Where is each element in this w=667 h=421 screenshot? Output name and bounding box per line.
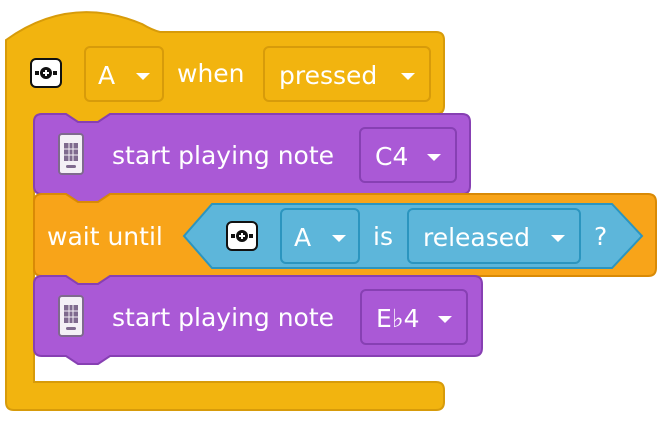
- condition-question-mark: ?: [594, 222, 608, 251]
- chevron-down-icon: [332, 235, 346, 242]
- chevron-down-icon: [438, 316, 452, 323]
- condition-state-value: released: [423, 223, 531, 252]
- chevron-down-icon: [136, 73, 150, 80]
- play-note-2-label: start playing note: [112, 303, 335, 332]
- condition-is-label: is: [373, 222, 393, 251]
- event-state-dropdown[interactable]: pressed: [263, 46, 431, 102]
- play-note-2-note-value: E♭4: [376, 304, 420, 333]
- brain-icon: [58, 295, 84, 337]
- chevron-down-icon: [427, 154, 441, 161]
- wait-until-label: wait until: [47, 222, 163, 251]
- event-button-dropdown[interactable]: A: [84, 46, 164, 102]
- event-when-label: when: [177, 59, 245, 88]
- play-note-1-note-dropdown[interactable]: C4: [359, 127, 457, 183]
- condition-button-value: A: [294, 223, 312, 252]
- play-note-2-note-dropdown[interactable]: E♭4: [360, 289, 468, 345]
- condition-button-dropdown[interactable]: A: [280, 208, 360, 264]
- play-note-1-label: start playing note: [112, 141, 335, 170]
- play-note-1-note-value: C4: [375, 142, 409, 171]
- chevron-down-icon: [401, 73, 415, 80]
- chevron-down-icon: [551, 235, 565, 242]
- event-state-value: pressed: [279, 61, 378, 90]
- event-button-value: A: [98, 61, 116, 90]
- condition-state-dropdown[interactable]: released: [407, 208, 581, 264]
- brain-icon: [58, 133, 84, 175]
- controller-icon: [30, 58, 62, 88]
- controller-icon: [226, 221, 258, 251]
